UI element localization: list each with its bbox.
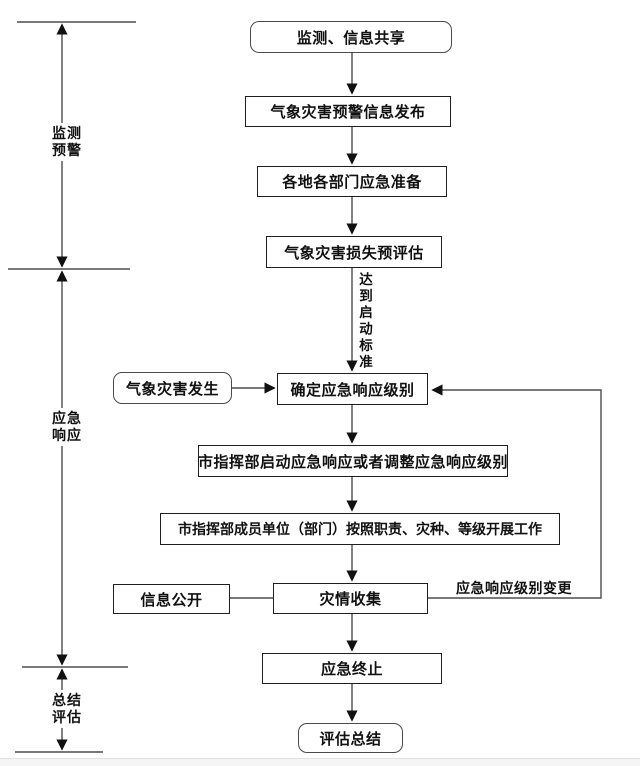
node-loss-preassessment: 气象灾害损失预评估 xyxy=(266,236,442,268)
phase-response-line2: 响应 xyxy=(52,427,82,443)
phase-label-summary: 总结 评估 xyxy=(45,690,89,728)
phase-monitoring-line1: 监测 xyxy=(52,125,82,141)
page-bottom-edge xyxy=(0,758,640,766)
arrow-feedback-level-change xyxy=(428,384,602,599)
phase-summary-line1: 总结 xyxy=(52,692,82,708)
node-disaster-info-collection: 灾情收集 xyxy=(273,583,428,614)
node-info-disclosure: 信息公开 xyxy=(113,584,230,614)
node-emergency-termination: 应急终止 xyxy=(262,653,442,684)
phase-summary-line2: 评估 xyxy=(52,709,82,725)
edge-label-reach-threshold: 达到启动标准 xyxy=(357,272,372,371)
phase-label-response: 应急 响应 xyxy=(45,408,89,446)
node-monitoring-info-sharing: 监测、信息共享 xyxy=(250,21,452,53)
phase-response-line1: 应急 xyxy=(52,410,82,426)
node-evaluation-summary: 评估总结 xyxy=(298,723,403,753)
edge-label-level-change: 应急响应级别变更 xyxy=(456,580,572,596)
phase-label-monitoring: 监测 预警 xyxy=(45,123,89,161)
node-emergency-preparation: 各地各部门应急准备 xyxy=(257,166,447,197)
node-determine-response-level: 确定应急响应级别 xyxy=(277,373,428,405)
node-disaster-occurs: 气象灾害发生 xyxy=(113,372,232,404)
node-member-units-work: 市指挥部成员单位（部门）按照职责、灾种、等级开展工作 xyxy=(160,513,560,545)
phase-monitoring-line2: 预警 xyxy=(52,142,82,158)
node-start-or-adjust-response: 市指挥部启动应急响应或者调整应急响应级别 xyxy=(198,445,508,477)
node-warning-info-release: 气象灾害预警信息发布 xyxy=(245,96,451,127)
